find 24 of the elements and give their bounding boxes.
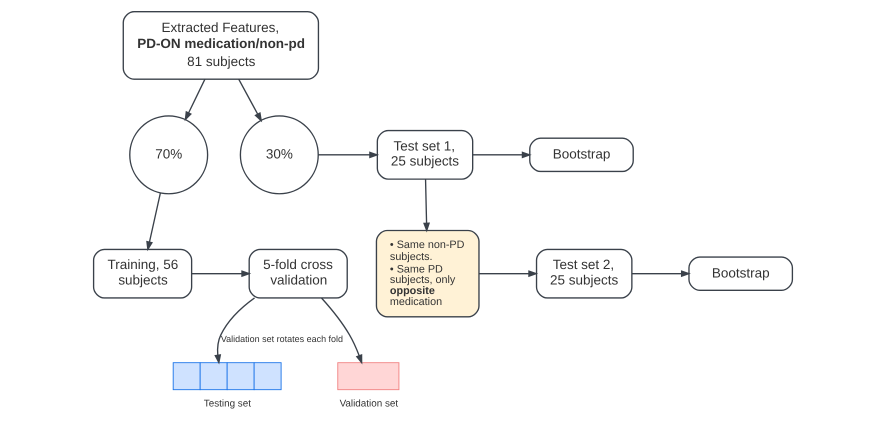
node-box: Test set 1, 25 subjects xyxy=(376,130,474,180)
arrow xyxy=(146,192,162,252)
arrow xyxy=(472,151,532,158)
node-box: • Same non-PD subjects. • Same PD subjects, only opposite medication xyxy=(376,230,480,318)
node-box: Training, 56 subjects xyxy=(92,248,192,299)
arrow xyxy=(321,298,362,365)
edge-label: Validation set rotates each fold xyxy=(220,334,344,344)
arrow xyxy=(423,179,430,233)
node-box: Test set 2, 25 subjects xyxy=(536,248,633,299)
node-box: Bootstrap xyxy=(688,256,794,291)
node-label: Validation set xyxy=(340,398,398,410)
node-label: Testing set xyxy=(204,398,251,410)
node-circle: 30% xyxy=(240,115,319,194)
node-box: Bootstrap xyxy=(529,138,634,172)
node-box: 5-fold cross validation xyxy=(248,248,348,299)
arrow xyxy=(318,151,380,158)
arrow xyxy=(632,270,691,278)
arrow xyxy=(192,270,252,278)
node-circle: 70% xyxy=(129,115,208,194)
arrow xyxy=(184,78,206,122)
arrow xyxy=(479,270,538,278)
arrow xyxy=(214,297,255,364)
node-box: Extracted Features, PD-ON medication/non-pd 81 subjects xyxy=(122,11,320,80)
arrow xyxy=(238,78,262,122)
